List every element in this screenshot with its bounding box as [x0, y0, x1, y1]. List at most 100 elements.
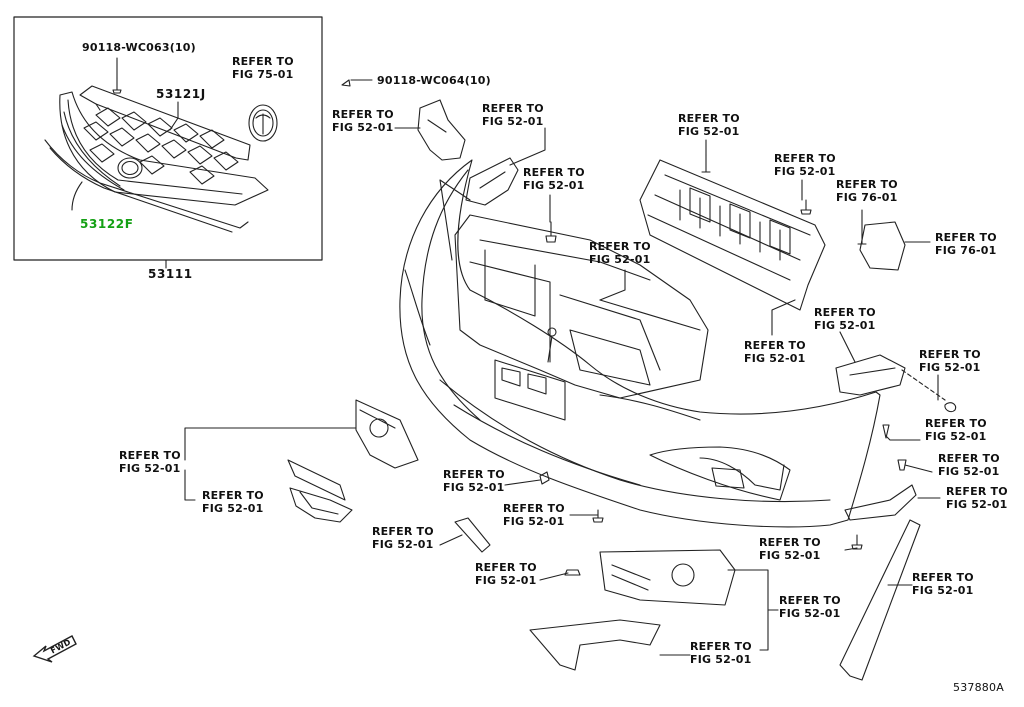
refer-to-text: REFER TO [938, 452, 1000, 465]
figure-link: FIG 52-01 [372, 538, 434, 551]
refer-to-text: REFER TO [919, 348, 981, 361]
refer-fig-52-01[interactable]: REFER TO FIG 52-01 [938, 452, 1000, 478]
refer-fig-52-01[interactable]: REFER TO FIG 52-01 [690, 640, 752, 666]
refer-fig-52-01[interactable]: REFER TO FIG 52-01 [919, 348, 981, 374]
part-number-bolt-grille: 90118-WC063(10) [82, 41, 196, 54]
figure-link: FIG 52-01 [690, 653, 752, 666]
refer-fig-76-01[interactable]: REFER TO FIG 76-01 [836, 178, 898, 204]
figure-link: FIG 52-01 [938, 465, 1000, 478]
grille-inset-frame [13, 16, 323, 261]
refer-fig-52-01[interactable]: REFER TO FIG 52-01 [678, 112, 740, 138]
refer-to-text: REFER TO [475, 561, 537, 574]
figure-link: FIG 76-01 [935, 244, 997, 257]
refer-fig-52-01[interactable]: REFER TO FIG 52-01 [503, 502, 565, 528]
figure-link: FIG 52-01 [919, 361, 981, 374]
right-side-bracket-drawing [835, 354, 906, 396]
refer-to-text: REFER TO [119, 449, 181, 462]
refer-fig-52-01[interactable]: REFER TO FIG 52-01 [523, 166, 585, 192]
refer-to-text: REFER TO [759, 536, 821, 549]
figure-link: FIG 52-01 [678, 125, 740, 138]
refer-to-text: REFER TO [482, 102, 544, 115]
refer-fig-52-01[interactable]: REFER TO FIG 52-01 [946, 485, 1008, 511]
refer-fig-52-01[interactable]: REFER TO FIG 52-01 [332, 108, 394, 134]
right-lower-strip-drawing [839, 519, 921, 681]
right-fog-cover-drawing [599, 549, 736, 606]
figure-link: FIG 52-01 [774, 165, 836, 178]
refer-fig-52-01[interactable]: REFER TO FIG 52-01 [774, 152, 836, 178]
refer-to-text: REFER TO [779, 594, 841, 607]
figure-link: FIG 52-01 [482, 115, 544, 128]
refer-to-text: REFER TO [744, 339, 806, 352]
figure-link: FIG 52-01 [523, 179, 585, 192]
figure-link: FIG 76-01 [836, 191, 898, 204]
bumper-cover-drawing [399, 159, 881, 528]
figure-link: FIG 75-01 [232, 68, 294, 81]
left-fog-strip-drawing [287, 459, 346, 501]
figure-link: FIG 52-01 [946, 498, 1008, 511]
refer-to-text: REFER TO [946, 485, 1008, 498]
refer-fig-52-01[interactable]: REFER TO FIG 52-01 [814, 306, 876, 332]
refer-to-text: REFER TO [372, 525, 434, 538]
right-fog-molding-drawing [529, 619, 661, 671]
refer-to-text: REFER TO [690, 640, 752, 653]
diagram-id: 537880A [953, 681, 1004, 694]
refer-to-text: REFER TO [589, 240, 651, 253]
refer-to-text: REFER TO [678, 112, 740, 125]
refer-to-text: REFER TO [912, 571, 974, 584]
refer-to-text: REFER TO [503, 502, 565, 515]
grille-assembly-drawing [44, 85, 269, 233]
bolt-grille-drawing [112, 77, 122, 94]
refer-fig-52-01[interactable]: REFER TO FIG 52-01 [744, 339, 806, 365]
refer-fig-52-01[interactable]: REFER TO FIG 52-01 [589, 240, 651, 266]
fwd-arrow-icon [32, 635, 77, 663]
refer-to-text: REFER TO [925, 417, 987, 430]
figure-link: FIG 52-01 [443, 481, 505, 494]
refer-fig-52-01[interactable]: REFER TO FIG 52-01 [779, 594, 841, 620]
part-number-grille-lower[interactable]: 53122F [80, 217, 134, 231]
refer-fig-52-01[interactable]: REFER TO FIG 52-01 [912, 571, 974, 597]
figure-link: FIG 52-01 [503, 515, 565, 528]
refer-fig-52-01[interactable]: REFER TO FIG 52-01 [443, 468, 505, 494]
right-lower-bracket-drawing [844, 484, 917, 521]
refer-fig-76-01[interactable]: REFER TO FIG 76-01 [935, 231, 997, 257]
figure-link: FIG 52-01 [119, 462, 181, 475]
left-fog-molding-drawing [289, 487, 353, 523]
refer-to-text: REFER TO [935, 231, 997, 244]
refer-fig-52-01[interactable]: REFER TO FIG 52-01 [482, 102, 544, 128]
figure-link: FIG 52-01 [814, 319, 876, 332]
figure-link: FIG 52-01 [589, 253, 651, 266]
refer-fig-52-01[interactable]: REFER TO FIG 52-01 [475, 561, 537, 587]
figure-link: FIG 52-01 [779, 607, 841, 620]
lower-clip-drawing [454, 517, 491, 553]
refer-fig-52-01[interactable]: REFER TO FIG 52-01 [925, 417, 987, 443]
right-extension-drawing [859, 221, 906, 271]
refer-to-text: REFER TO [836, 178, 898, 191]
emblem-drawing [248, 104, 278, 142]
refer-to-text: REFER TO [523, 166, 585, 179]
refer-to-text: REFER TO [332, 108, 394, 121]
figure-link: FIG 52-01 [475, 574, 537, 587]
refer-to-text: REFER TO [774, 152, 836, 165]
figure-link: FIG 52-01 [744, 352, 806, 365]
refer-to-text: REFER TO [232, 55, 294, 68]
center-absorber-drawing [639, 159, 826, 311]
refer-fig-52-01[interactable]: REFER TO FIG 52-01 [372, 525, 434, 551]
refer-to-text: REFER TO [202, 489, 264, 502]
left-side-bracket-drawing [465, 157, 519, 206]
figure-link: FIG 52-01 [332, 121, 394, 134]
refer-fig-52-01[interactable]: REFER TO FIG 52-01 [119, 449, 181, 475]
refer-fig-75-01[interactable]: REFER TO FIG 75-01 [232, 55, 294, 81]
figure-link: FIG 52-01 [202, 502, 264, 515]
part-number-grille-assy: 53111 [148, 267, 193, 281]
upper-retainer-drawing [454, 214, 709, 399]
refer-fig-52-01[interactable]: REFER TO FIG 52-01 [759, 536, 821, 562]
figure-link: FIG 52-01 [912, 584, 974, 597]
figure-link: FIG 52-01 [759, 549, 821, 562]
left-fog-cover-drawing [355, 399, 419, 469]
part-number-molding: 53121J [156, 87, 206, 101]
refer-to-text: REFER TO [443, 468, 505, 481]
refer-fig-52-01[interactable]: REFER TO FIG 52-01 [202, 489, 264, 515]
part-number-bolt-bumper: 90118-WC064(10) [377, 74, 491, 87]
